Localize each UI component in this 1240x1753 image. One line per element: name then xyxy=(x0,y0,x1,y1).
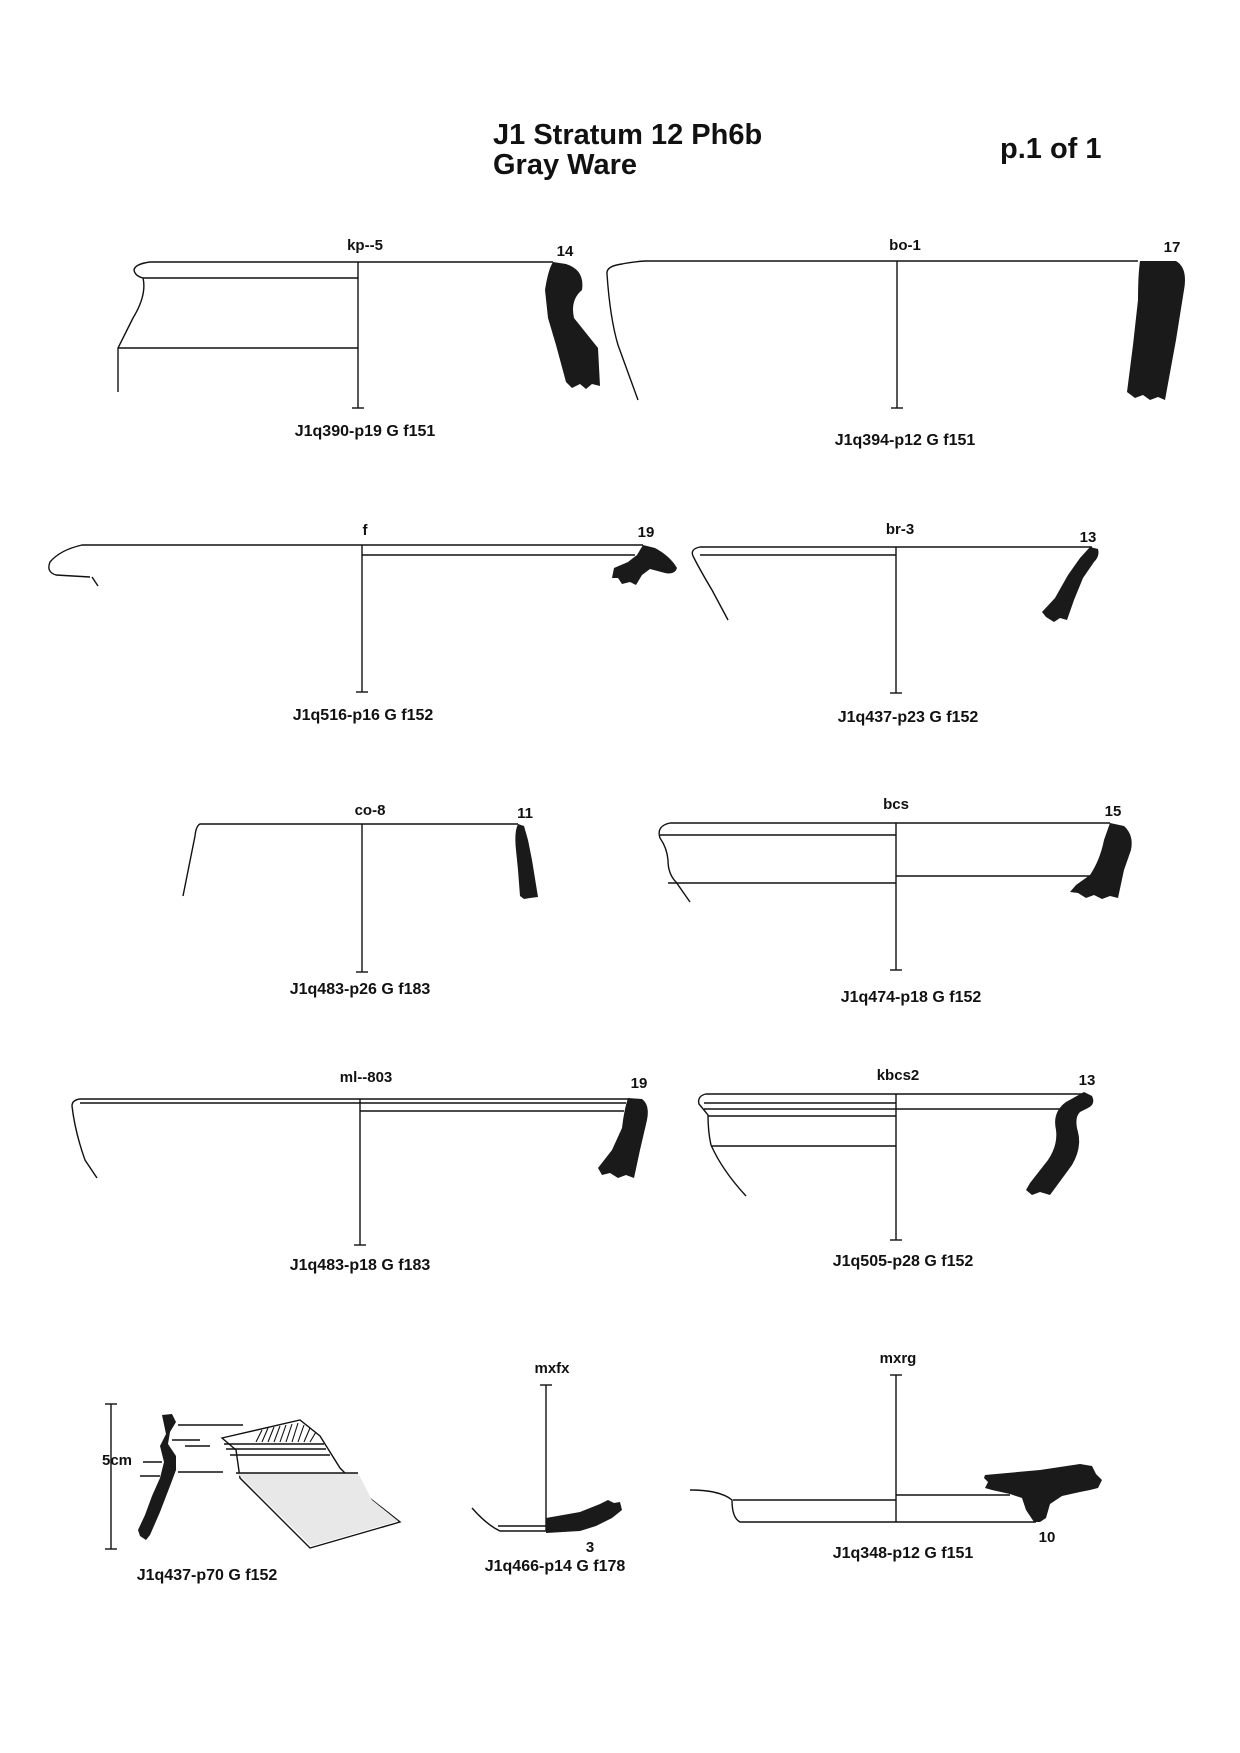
sherd-shaded-zone xyxy=(236,1473,398,1546)
type-label: bcs xyxy=(883,796,909,813)
type-label: mxrg xyxy=(880,1350,917,1367)
section-profile xyxy=(515,824,538,899)
page-title: J1 Stratum 12 Ph6b Gray Ware xyxy=(493,120,762,180)
diameter-label: 15 xyxy=(1105,803,1122,820)
type-label: ml--803 xyxy=(340,1069,393,1086)
diameter-label: 13 xyxy=(1080,529,1097,546)
vessel-outline xyxy=(697,1093,1084,1197)
section-profile xyxy=(1042,547,1099,622)
vessel-bo-1: bo-1 17 J1q394-p12 G f151 xyxy=(606,237,1185,449)
section-profile xyxy=(598,1098,648,1178)
diameter-label: 10 xyxy=(1039,1529,1056,1546)
caption: J1q390-p19 G f151 xyxy=(295,423,436,440)
vessel-br-3: br-3 13 J1q437-p23 G f152 xyxy=(691,521,1099,726)
wall-stub xyxy=(91,576,99,587)
scale-label: 5cm xyxy=(102,1452,132,1469)
vessel-kp-5: kp--5 14 J1q390-p19 G f151 xyxy=(117,237,600,440)
title-line-1: J1 Stratum 12 Ph6b xyxy=(493,119,763,151)
vessel-outline xyxy=(691,546,1092,621)
section-profile xyxy=(984,1464,1102,1522)
type-label: bo-1 xyxy=(889,237,921,254)
section-profile xyxy=(612,545,677,585)
fragment-j1q437-p70: 5cm J1q437-p70 G f152 xyxy=(102,1403,402,1584)
type-label: f xyxy=(363,522,369,539)
vessel-outline xyxy=(48,544,643,578)
caption: J1q437-p70 G f152 xyxy=(137,1567,278,1584)
vessel-outline xyxy=(471,1507,546,1532)
vessel-outline xyxy=(117,261,553,392)
caption: J1q483-p26 G f183 xyxy=(290,981,431,998)
vessel-outline xyxy=(182,823,518,897)
caption: J1q348-p12 G f151 xyxy=(833,1545,974,1562)
caption: J1q437-p23 G f152 xyxy=(838,709,979,726)
vessel-mxfx: mxfx 3 J1q466-p14 G f178 xyxy=(471,1360,626,1575)
section-profile xyxy=(1026,1092,1094,1195)
diameter-label: 13 xyxy=(1079,1072,1096,1089)
type-label: kbcs2 xyxy=(877,1067,920,1084)
diameter-label: 17 xyxy=(1164,239,1181,256)
title-line-2: Gray Ware xyxy=(493,149,637,181)
vessel-co-8: co-8 11 J1q483-p26 G f183 xyxy=(182,802,538,998)
diameter-label: 3 xyxy=(586,1539,594,1556)
caption: J1q394-p12 G f151 xyxy=(835,432,976,449)
vessel-outline xyxy=(71,1098,630,1179)
vessel-outline xyxy=(689,1489,1036,1523)
diameter-label: 19 xyxy=(638,524,655,541)
vessel-bcs: bcs 15 J1q474-p18 G f152 xyxy=(658,796,1132,1006)
section-profile xyxy=(1127,261,1185,400)
vessel-f: f 19 J1q516-p16 G f152 xyxy=(48,522,677,724)
diameter-label: 19 xyxy=(631,1075,648,1092)
section-profile xyxy=(546,1500,622,1533)
diameter-label: 14 xyxy=(557,243,574,260)
vessel-outline xyxy=(606,260,1138,401)
caption: J1q505-p28 G f152 xyxy=(833,1253,974,1270)
vessel-kbcs2: kbcs2 13 J1q505-p28 G f152 xyxy=(697,1067,1096,1270)
diameter-label: 11 xyxy=(517,805,533,822)
type-label: br-3 xyxy=(886,521,914,538)
type-label: kp--5 xyxy=(347,237,383,254)
caption: J1q483-p18 G f183 xyxy=(290,1257,431,1274)
vessel-outline xyxy=(658,822,1110,903)
vessel-ml-803: ml--803 19 J1q483-p18 G f183 xyxy=(71,1069,648,1274)
type-label: co-8 xyxy=(355,802,386,819)
caption: J1q474-p18 G f152 xyxy=(841,989,982,1006)
vessel-mxrg: mxrg 10 J1q348-p12 G f151 xyxy=(689,1350,1102,1562)
caption: J1q466-p14 G f178 xyxy=(485,1558,626,1575)
type-label: mxfx xyxy=(534,1360,570,1377)
section-profile xyxy=(1070,823,1132,899)
page-number: p.1 of 1 xyxy=(1000,133,1102,165)
caption: J1q516-p16 G f152 xyxy=(293,707,434,724)
section-profile xyxy=(138,1414,176,1540)
hatching xyxy=(255,1422,317,1443)
section-profile xyxy=(545,262,600,389)
